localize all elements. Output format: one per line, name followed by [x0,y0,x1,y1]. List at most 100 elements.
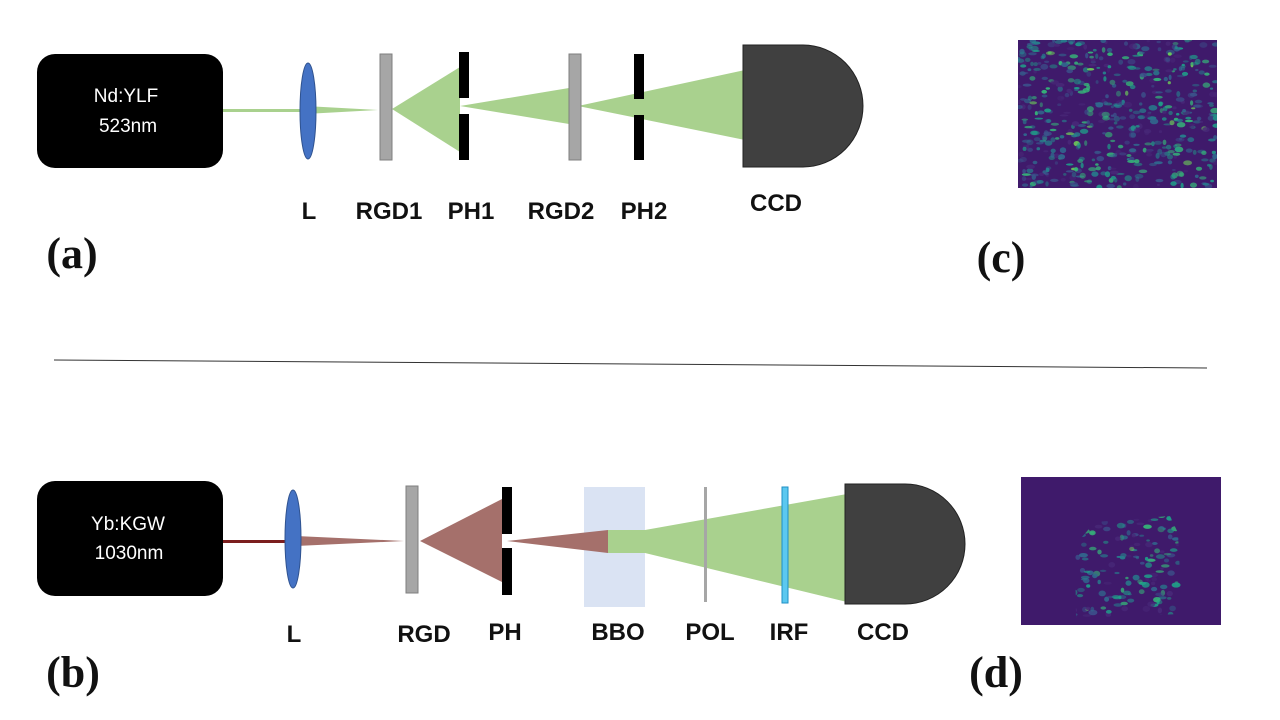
speckle-grain [1121,606,1128,612]
speckle-grain [1208,112,1214,117]
speckle-grain [1041,134,1048,141]
speckle-grain [1131,533,1136,538]
speckle-grain [1157,607,1163,614]
speckle-grain [1192,83,1200,87]
speckle-grain [1076,41,1086,46]
label-rgd2: RGD2 [528,198,595,225]
speckle-grain [1145,562,1152,568]
speckle-grain [1059,147,1067,154]
speckle-grain [1027,95,1033,101]
speckle-grain [1161,117,1167,121]
speckle-grain [1136,522,1145,526]
speckle-grain [1181,63,1185,67]
label-ccd-a: CCD [750,190,802,217]
speckle-grain [1044,140,1053,146]
laser-name-b: Yb:KGW [91,514,165,535]
speckle-grain [1071,171,1077,178]
speckle-grain [1026,139,1034,146]
speckle-grain [1118,59,1124,65]
speckle-grain [1155,554,1165,559]
speckle-grain [1122,79,1128,83]
speckle-grain [1087,51,1094,54]
label-lens-a: L [302,198,317,225]
speckle-grain [1126,530,1131,536]
speckle-grain [1077,142,1081,149]
speckle-grain [1149,118,1159,125]
speckle-grain [1129,84,1136,90]
pinhole-ph-top [502,487,512,534]
speckle-grain [1113,112,1117,118]
speckle-grain [1167,570,1175,576]
speckle-grain [1021,173,1031,176]
speckle-grain [1095,163,1099,166]
speckle-grain [1212,92,1217,98]
speckle-grain [1076,594,1084,598]
speckle-grain [1083,578,1090,584]
speckle-grain [1021,118,1029,121]
speckle-grain [1045,51,1055,56]
speckle-grain [1057,86,1063,92]
speckle-grain [1037,62,1042,65]
speckle-grain [1172,42,1179,46]
speckle-grain [1134,127,1141,133]
speckle-grain [1069,41,1074,45]
speckle-grain [1103,540,1109,544]
speckle-grain [1151,84,1155,88]
speckle-grain [1176,118,1184,123]
speckle-grain [1100,554,1109,558]
laser-wavelength-b: 1030nm [95,543,164,564]
lens-b [284,489,302,589]
speckle-grain [1153,140,1162,145]
speckle-grain [1155,91,1163,94]
speckle-grain [1160,567,1164,570]
speckle-grain [1081,542,1087,547]
speckle-grain [1034,117,1044,120]
speckle-grain [1063,173,1067,176]
lens-a [299,62,317,160]
speckle-grain [1041,89,1047,94]
laser-box-a [37,54,223,168]
speckle-grain [1026,44,1033,49]
speckle-grain [1134,173,1144,179]
speckle-grain [1139,108,1147,113]
speckle-grain [1095,53,1099,59]
speckle-grain [1110,175,1116,180]
speckle-grain [1149,554,1154,557]
speckle-grain [1165,41,1171,46]
speckle-grain [1096,184,1103,188]
laser-beam-b [223,540,289,543]
speckle-grain [1148,105,1158,111]
speckle-grain [1209,103,1214,107]
speckle-grain [1096,156,1105,162]
speckle-grain [1167,597,1172,600]
speckle-grain [1125,580,1132,586]
speckle-grain [1024,125,1033,129]
speckle-grain [1097,579,1101,585]
speckle-grain [1098,590,1106,597]
speckle-grain [1173,68,1177,71]
speckle-grain [1127,598,1135,603]
speckle-grain [1047,42,1056,48]
speckle-grain [1160,584,1168,590]
speckle-grain [1090,58,1096,62]
speckle-grain [1176,112,1180,116]
speckle-grain [1103,581,1112,585]
speckle-grain [1084,109,1089,115]
speckle-grain [1029,101,1037,105]
speckle-grain [1128,132,1134,138]
speckle-grain [1031,96,1037,100]
speckle-grain [1179,137,1182,141]
speckle-grain [1151,542,1158,545]
speckle-grain [1127,59,1136,65]
speckle-grain [1045,181,1049,187]
speckle-grain [1116,90,1121,97]
speckle-grain [1143,115,1151,118]
speckle-grain [1019,156,1027,163]
speckle-grain [1102,132,1106,135]
speckle-grain [1165,89,1172,93]
speckle-grain [1026,168,1034,174]
speckle-grain [1082,614,1092,617]
speckle-grain [1169,605,1176,612]
speckle-grain [1212,115,1217,121]
speckle-grain [1100,40,1106,43]
